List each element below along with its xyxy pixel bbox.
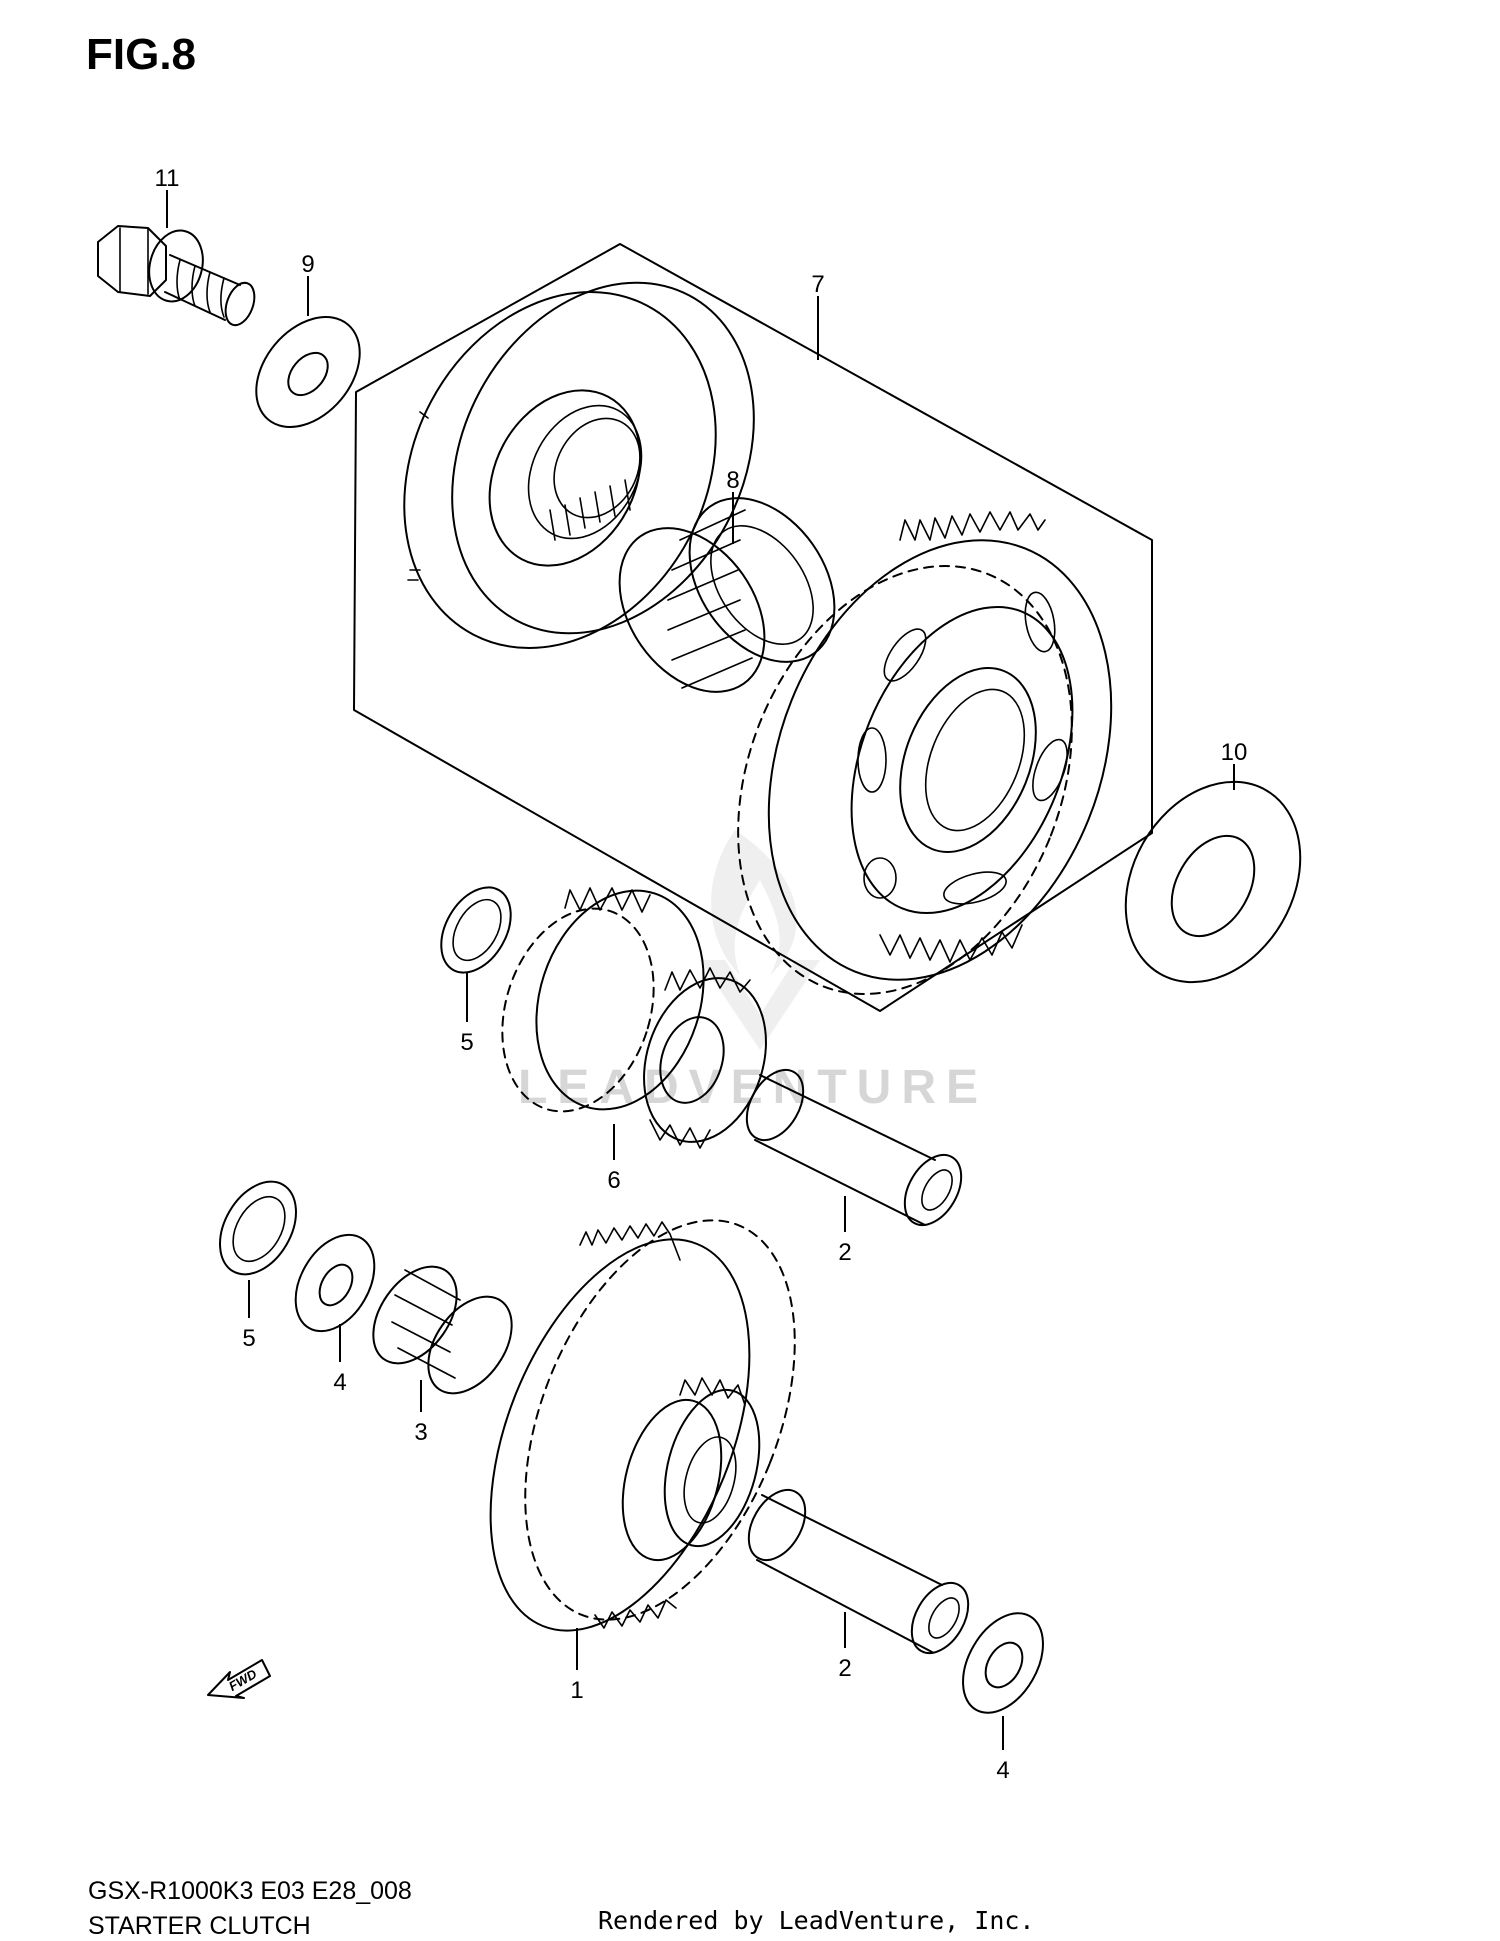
wave-washer-5-upper-part [440,886,512,974]
callout-2-upper: 2 [838,1239,851,1266]
callout-1: 1 [570,1677,583,1704]
washer-4-lower-part [962,1612,1044,1714]
starter-idle-gear-1-part [489,1219,796,1632]
shaft-2-upper-part [745,1068,963,1227]
section-name: STARTER CLUTCH [88,1912,311,1940]
callout-3: 3 [414,1419,427,1446]
wave-washer-5-lower-part [219,1180,297,1276]
starter-clutch-assembly-outline [353,243,1153,1012]
figure-title: FIG.8 [86,30,197,79]
callout-leaders [166,190,1235,1750]
model-code: GSX-R1000K3 E03 E28_008 [88,1877,412,1905]
callout-4-lower: 4 [996,1757,1009,1784]
callout-5-lower: 5 [242,1325,255,1352]
render-credit: Rendered by LeadVenture, Inc. [598,1906,1035,1935]
starter-clutch-housing-part [403,281,755,649]
needle-bearing-3-part [372,1265,513,1395]
needle-bearing-8-part [618,497,836,693]
shaft-2-lower-part [747,1488,970,1655]
callout-7: 7 [811,271,824,298]
callout-5-upper: 5 [460,1029,473,1056]
flange-bolt-part [97,225,256,327]
callout-11: 11 [155,165,180,192]
callout-10: 10 [1221,739,1248,766]
fwd-direction-arrow: FWD [207,1659,271,1699]
idle-gear-6-part [501,887,767,1149]
callout-9: 9 [301,251,314,278]
washer-9-part [255,316,361,428]
callout-6: 6 [607,1167,620,1194]
watermark-logo [700,830,820,1050]
callout-2-lower: 2 [838,1655,851,1682]
washer-4-upper-part [294,1233,376,1333]
callout-8: 8 [726,467,739,494]
starter-driven-gear-part [737,511,1113,995]
callout-numbers: 11 9 7 8 10 5 6 2 5 4 3 1 2 4 [155,165,1248,1784]
washer-10-part [1124,780,1302,984]
callout-4-upper: 4 [333,1369,346,1396]
